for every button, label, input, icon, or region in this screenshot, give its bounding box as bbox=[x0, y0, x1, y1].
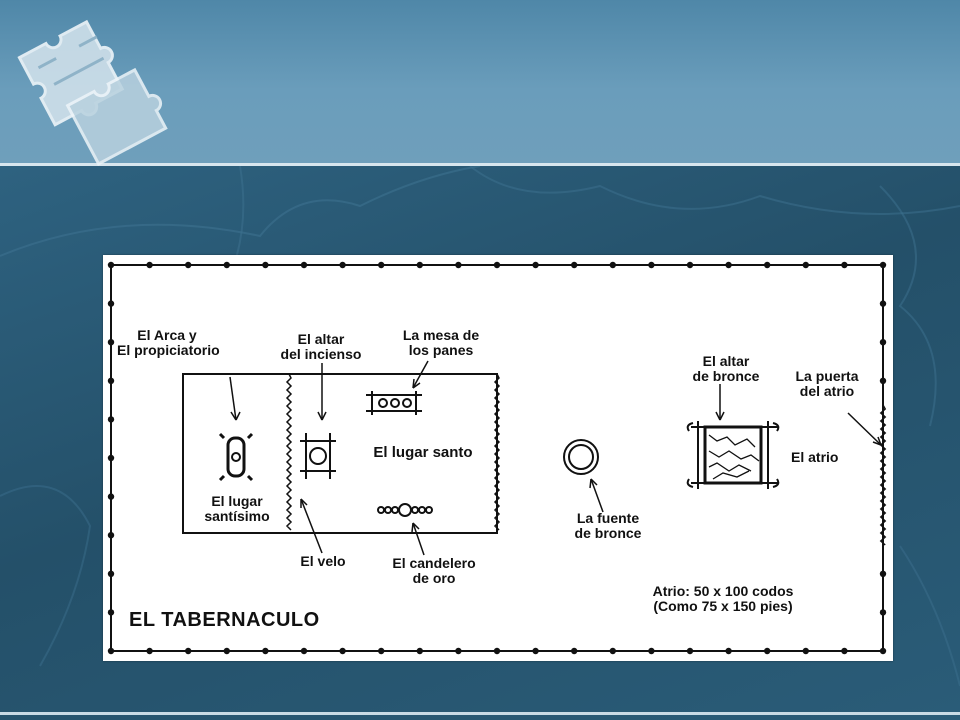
fence-post bbox=[455, 261, 462, 269]
fence-post bbox=[107, 609, 115, 616]
fence-post bbox=[107, 570, 115, 577]
fence-post bbox=[107, 261, 115, 269]
label-dimensions: Atrio: 50 x 100 codos(Como 75 x 150 pies… bbox=[652, 583, 794, 614]
fence-post bbox=[609, 261, 616, 269]
fence-post bbox=[262, 261, 269, 269]
fence-post bbox=[879, 339, 887, 346]
puzzle-pieces-icon bbox=[17, 19, 168, 166]
background-puzzle-pattern bbox=[0, 166, 960, 687]
label-velo: El velo bbox=[300, 553, 346, 569]
fence-post bbox=[107, 416, 115, 423]
fence-post bbox=[300, 647, 308, 655]
tent-outline bbox=[182, 373, 498, 534]
fence-post bbox=[107, 339, 115, 346]
fence-post bbox=[841, 647, 848, 655]
diagram-title: EL TABERNACULO bbox=[129, 609, 320, 631]
fence-post bbox=[185, 647, 192, 655]
fence-post bbox=[107, 300, 115, 307]
label-lugar-santo: El lugar santo bbox=[373, 444, 473, 461]
showbread-table-icon bbox=[366, 391, 422, 415]
header-divider bbox=[0, 163, 960, 166]
fence-post bbox=[609, 647, 616, 655]
fence-post bbox=[339, 261, 346, 269]
label-atrio: El atrio bbox=[791, 449, 839, 465]
fence-post bbox=[879, 609, 887, 616]
lampstand-icon bbox=[377, 503, 433, 517]
fence-post bbox=[107, 532, 115, 539]
fence-post bbox=[107, 647, 115, 655]
fence-post bbox=[378, 261, 385, 269]
fence-post bbox=[300, 261, 308, 269]
fence-post bbox=[339, 647, 346, 655]
fence-post bbox=[378, 647, 385, 655]
laver-icon bbox=[563, 439, 599, 475]
fence-post bbox=[223, 647, 230, 655]
fence-post bbox=[532, 261, 539, 269]
fence-post bbox=[686, 647, 694, 655]
footer-divider bbox=[0, 712, 960, 715]
fence-post bbox=[879, 300, 887, 307]
fence-post bbox=[262, 647, 269, 655]
fence-post bbox=[532, 647, 539, 655]
tent-right-wall bbox=[493, 373, 501, 531]
fence-post bbox=[185, 261, 192, 269]
fence-post bbox=[879, 647, 887, 655]
fence-post bbox=[802, 261, 809, 269]
fence-post bbox=[764, 647, 771, 655]
fence-post bbox=[146, 647, 153, 655]
fence-post bbox=[571, 261, 578, 269]
fence-post bbox=[648, 261, 655, 269]
pointer-arrows bbox=[229, 360, 882, 556]
fence-post bbox=[686, 261, 694, 269]
fence-post bbox=[879, 570, 887, 577]
fence-post bbox=[571, 647, 578, 655]
fence-post bbox=[879, 377, 887, 384]
fence-post bbox=[107, 377, 115, 384]
fence-post bbox=[493, 261, 501, 269]
fence-posts bbox=[107, 261, 887, 655]
bronze-altar-icon bbox=[686, 421, 780, 489]
fence-post bbox=[764, 261, 771, 269]
fence-post bbox=[802, 647, 809, 655]
court-gate bbox=[879, 404, 887, 546]
incense-altar-icon bbox=[300, 433, 336, 479]
fence-post bbox=[725, 261, 732, 269]
fence-post bbox=[725, 647, 732, 655]
fence-post bbox=[648, 647, 655, 655]
fence-post bbox=[455, 647, 462, 655]
fence-post bbox=[416, 261, 423, 269]
fence-post bbox=[416, 647, 423, 655]
slide-header bbox=[0, 0, 960, 163]
tabernacle-drawing bbox=[107, 261, 887, 655]
fence-post bbox=[879, 261, 887, 269]
fence-post bbox=[146, 261, 153, 269]
fence-post bbox=[223, 261, 230, 269]
fence-post bbox=[107, 493, 115, 500]
fence-post bbox=[841, 261, 848, 269]
fence-post bbox=[493, 647, 501, 655]
veil-line bbox=[285, 373, 293, 531]
fence-post bbox=[107, 454, 115, 462]
ark-icon bbox=[218, 432, 254, 482]
